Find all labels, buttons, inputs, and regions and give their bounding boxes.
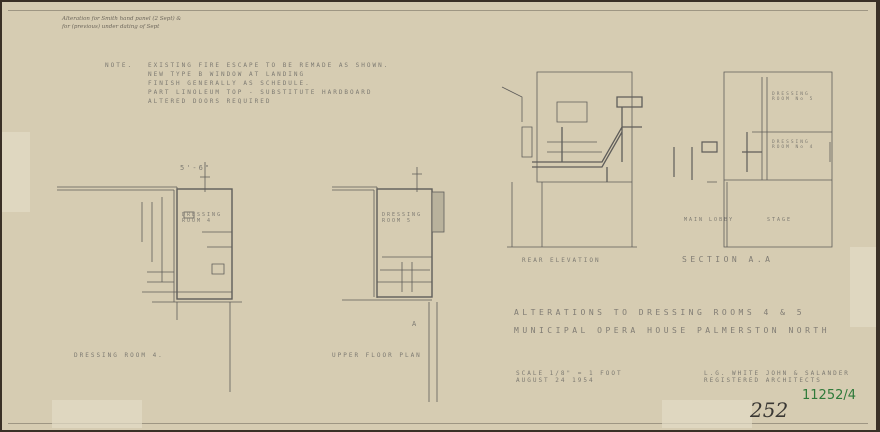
sheet-border	[8, 10, 868, 424]
drawing-title: ALTERATIONS TO DRESSING ROOMS 4 & 5	[514, 308, 806, 317]
tape-patch	[52, 400, 142, 428]
scale-label: SCALE 1/8" = 1 FOOT	[516, 370, 623, 377]
section-room-label: MAIN LOBBY	[684, 217, 735, 223]
note-line: NEW TYPE B WINDOW AT LANDING	[148, 71, 306, 78]
upper-floor-plan	[332, 167, 445, 402]
note-line: PART LINOLEUM TOP - SUBSTITUTE HARDBOARD	[148, 89, 373, 96]
section-room-label: DRESSING ROOM No 4	[772, 140, 815, 150]
note-line: ALTERED DOORS REQUIRED	[148, 98, 272, 105]
rear-elevation-title: REAR ELEVATION	[522, 257, 601, 264]
notes-heading: NOTE.	[105, 62, 134, 69]
section-title: SECTION A.A	[682, 255, 774, 264]
plan2-title: UPPER FLOOR PLAN	[332, 352, 422, 359]
architect-name: L.G. WHITE JOHN & SALANDER	[704, 370, 850, 377]
plan1-room-label: DRESSING ROOM 4	[182, 212, 223, 224]
date-label: AUGUST 24 1954	[516, 377, 595, 384]
handwritten-note-line-2: for (previous) under dating of Sept	[62, 24, 160, 30]
section-marker: A	[412, 320, 419, 328]
archive-number: 11252/4	[802, 388, 857, 403]
handwritten-note-line-1: Alteration for Smith hand panel (2 Sept)…	[62, 16, 182, 22]
plan-dimension: 5'-6"	[180, 164, 212, 172]
dressing-room-4-plan	[57, 162, 242, 392]
architect-role: REGISTERED ARCHITECTS	[704, 377, 822, 384]
section-room-label: STAGE	[767, 217, 793, 223]
drawing-subtitle: MUNICIPAL OPERA HOUSE PALMERSTON NORTH	[514, 326, 831, 335]
note-line: FINISH GENERALLY AS SCHEDULE.	[148, 80, 311, 87]
note-line: EXISTING FIRE ESCAPE TO BE REMADE AS SHO…	[148, 62, 390, 69]
sheet-number: 252	[750, 398, 789, 422]
tape-patch	[850, 247, 876, 327]
tape-patch	[2, 132, 30, 212]
section-a-a	[673, 71, 833, 248]
tape-patch	[662, 400, 752, 428]
plan2-room-label: DRESSING ROOM 5	[382, 212, 423, 224]
plan1-title: DRESSING ROOM 4.	[74, 352, 164, 359]
section-room-label: DRESSING ROOM No 5	[772, 92, 815, 102]
rear-elevation	[501, 71, 643, 248]
